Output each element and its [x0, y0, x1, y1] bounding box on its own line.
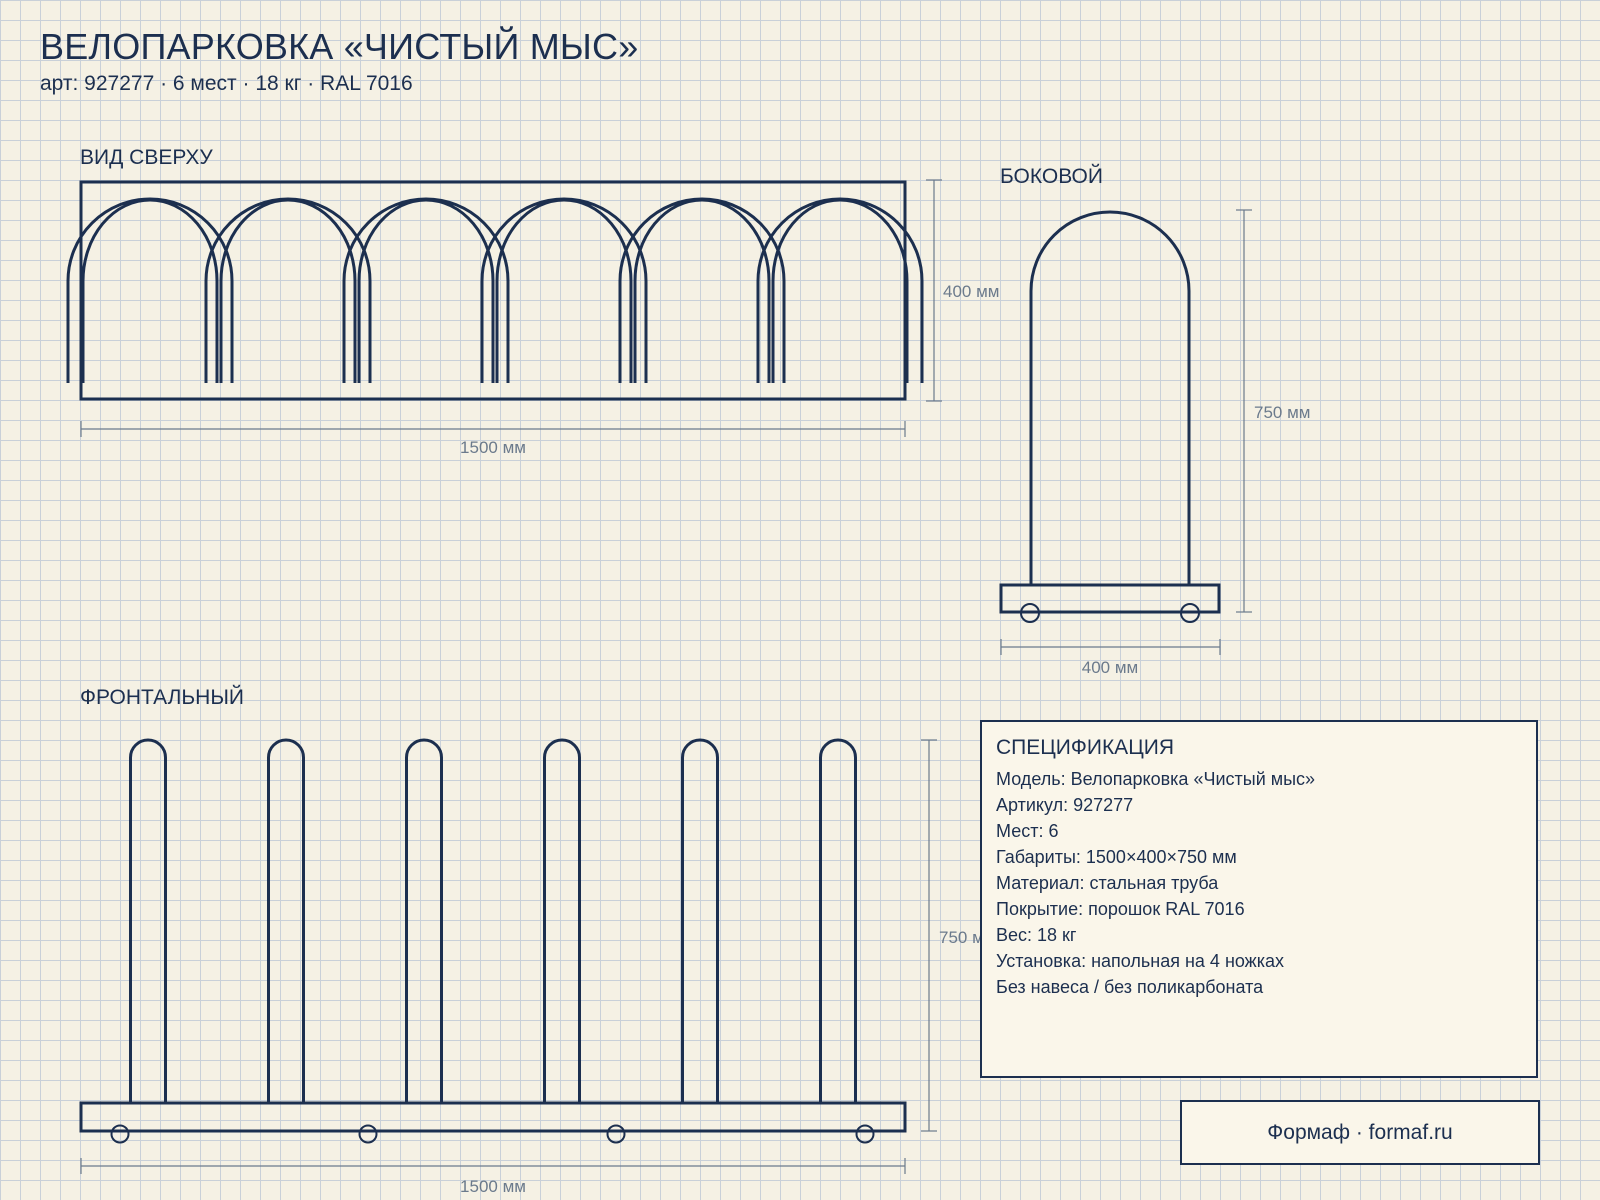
front-view: ФРОНТАЛЬНЫЙ 750 мм 1500 мм — [79, 685, 995, 1196]
side-height-dimension — [1236, 209, 1252, 613]
top-view-label: ВИД СВЕРХУ — [80, 146, 213, 169]
spec-line: Установка: напольная на 4 ножках — [996, 951, 1285, 971]
front-view-loop — [543, 738, 581, 1103]
front-view-loop — [819, 738, 857, 1103]
front-width-dimension — [80, 1158, 906, 1174]
spec-line: Покрытие: порошок RAL 7016 — [996, 899, 1245, 919]
front-view-loop — [129, 738, 167, 1103]
spec-line: Материал: стальная труба — [996, 873, 1219, 893]
top-depth-dimension — [926, 179, 942, 402]
side-view-foot — [1180, 603, 1200, 623]
spec-line: Артикул: 927277 — [996, 795, 1134, 815]
front-view-foot — [855, 1124, 875, 1144]
spec-line: Без навеса / без поликарбоната — [996, 977, 1264, 997]
front-view-loops — [129, 738, 857, 1103]
side-base-dimension — [1000, 639, 1221, 655]
top-view-frame — [79, 180, 907, 401]
top-view-arch — [756, 197, 924, 383]
front-view-loop — [681, 738, 719, 1103]
front-view-feet — [110, 1124, 875, 1144]
front-view-loop — [405, 738, 443, 1103]
specification-panel: СПЕЦИФИКАЦИЯ Модель: Велопарковка «Чисты… — [980, 720, 1538, 1078]
front-view-foot — [358, 1124, 378, 1144]
top-depth-dim-label: 400 мм — [943, 282, 999, 301]
side-base-dim-label: 400 мм — [1082, 658, 1138, 677]
front-view-label: ФРОНТАЛЬНЫЙ — [80, 685, 244, 709]
front-view-loop — [267, 738, 305, 1103]
spec-line: Габариты: 1500×400×750 мм — [996, 847, 1237, 867]
top-width-dim-label: 1500 мм — [460, 438, 526, 457]
front-height-dimension — [921, 739, 937, 1132]
front-view-foot — [110, 1124, 130, 1144]
side-view-foot — [1020, 603, 1040, 623]
specification-title: СПЕЦИФИКАЦИЯ — [996, 736, 1174, 759]
brand-stamp: Формаф · formaf.ru — [1180, 1100, 1540, 1165]
top-view: ВИД СВЕРХУ 1500 мм 400 мм — [66, 146, 999, 457]
spec-line: Вес: 18 кг — [996, 925, 1077, 945]
front-view-foot — [606, 1124, 626, 1144]
spec-line: Мест: 6 — [996, 821, 1059, 841]
brand-text: Формаф · formaf.ru — [1267, 1120, 1453, 1144]
side-view: БОКОВОЙ 750 мм 400 мм — [999, 164, 1310, 677]
page-subtitle: арт: 927277 · 6 мест · 18 кг · RAL 7016 — [40, 72, 413, 95]
side-view-base — [999, 583, 1221, 614]
front-view-base — [79, 1101, 907, 1133]
page-title: ВЕЛОПАРКОВКА «ЧИСТЫЙ МЫС» — [40, 26, 639, 67]
side-height-dim-label: 750 мм — [1254, 403, 1310, 422]
side-view-label: БОКОВОЙ — [1000, 164, 1103, 188]
top-width-dimension — [80, 421, 906, 437]
front-width-dim-label: 1500 мм — [460, 1177, 526, 1196]
side-view-hoop — [1029, 210, 1191, 584]
top-view-arches — [66, 197, 924, 383]
spec-line: Модель: Велопарковка «Чистый мыс» — [996, 769, 1316, 789]
